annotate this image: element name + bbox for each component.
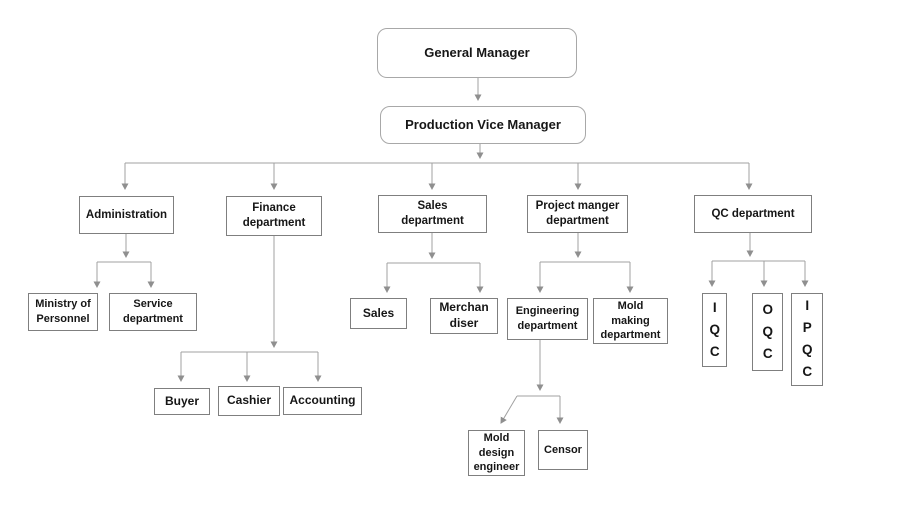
node-ipqc: IPQC	[791, 293, 823, 386]
node-iqc: IQC	[702, 293, 727, 367]
node-censor: Censor	[538, 430, 588, 470]
node-accounting: Accounting	[283, 387, 362, 415]
node-administration: Administration	[79, 196, 174, 234]
node-general-manager: General Manager	[377, 28, 577, 78]
node-oqc: OQC	[752, 293, 783, 371]
node-merchandiser: Merchan diser	[430, 298, 498, 334]
node-cashier: Cashier	[218, 386, 280, 416]
node-sales: Sales	[350, 298, 407, 329]
node-sales-department: Sales department	[378, 195, 487, 233]
node-qc-department: QC department	[694, 195, 812, 233]
node-production-vice-manager: Production Vice Manager	[380, 106, 586, 144]
node-service-department: Service department	[109, 293, 197, 331]
node-mold-making-department: Mold making department	[593, 298, 668, 344]
node-engineering-department: Engineering department	[507, 298, 588, 340]
node-mold-design-engineer: Mold design engineer	[468, 430, 525, 476]
node-ministry-of-personnel: Ministry of Personnel	[28, 293, 98, 331]
node-finance-department: Finance department	[226, 196, 322, 236]
node-project-manger-department: Project manger department	[527, 195, 628, 233]
node-buyer: Buyer	[154, 388, 210, 415]
